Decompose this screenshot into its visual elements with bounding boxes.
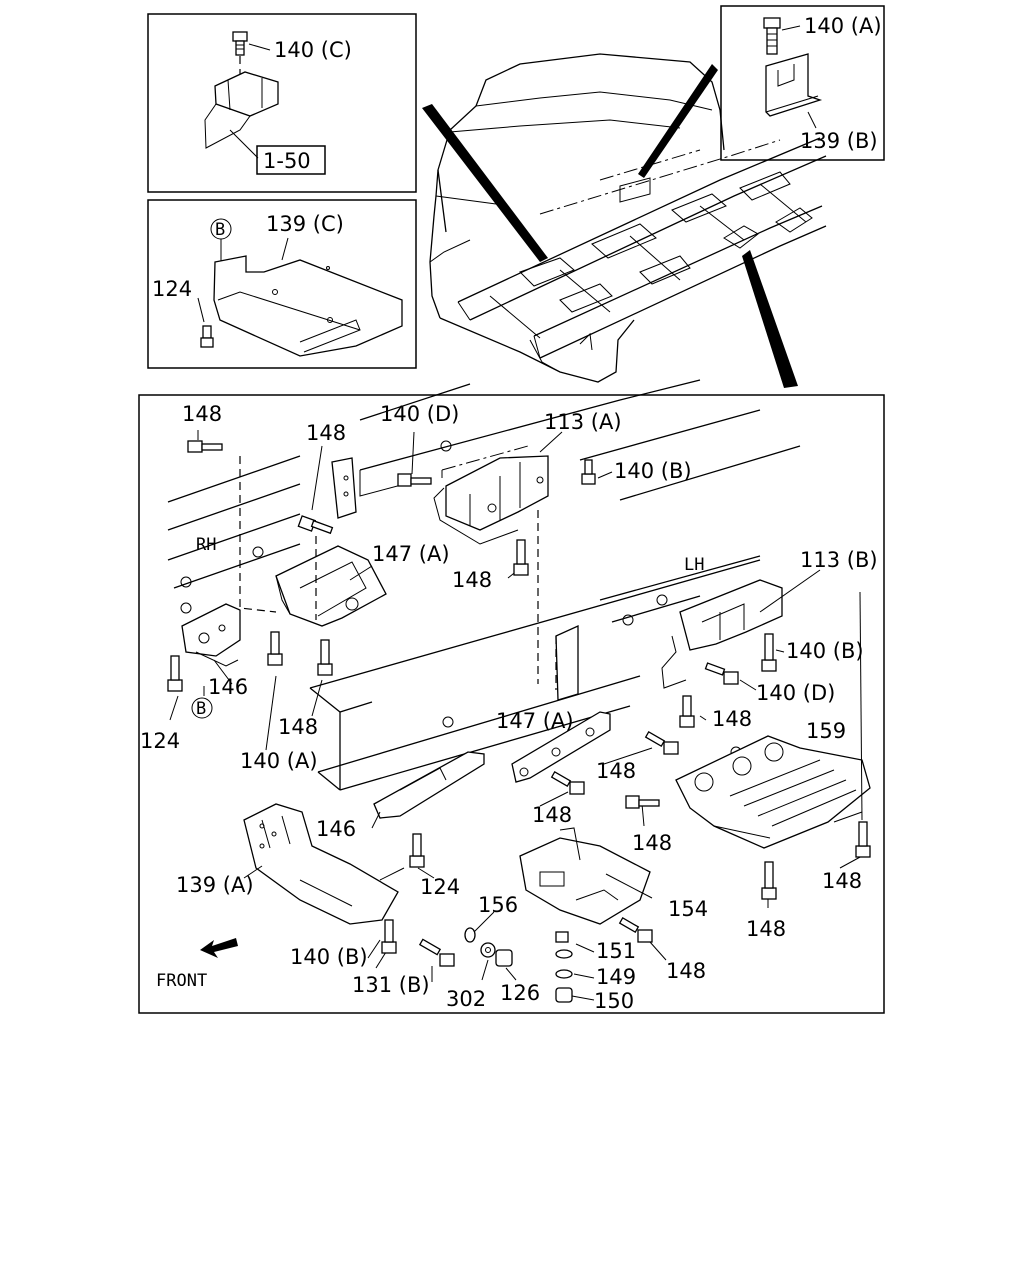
- leader-wedge-icon: [742, 250, 798, 388]
- washer-icon: [480, 942, 496, 958]
- label-140b-a: 140 (B): [614, 459, 692, 483]
- label-126: 126: [500, 981, 540, 1005]
- label-148-b: 148: [306, 421, 346, 445]
- ref-box: [256, 145, 326, 175]
- bolt-icon: [397, 473, 432, 487]
- bolt-icon: [409, 833, 425, 868]
- label-ref-1-50: 1-50: [263, 149, 311, 173]
- bolt-icon: [679, 695, 695, 728]
- label-148-f: 148: [596, 759, 636, 783]
- bolt-icon: [167, 655, 183, 692]
- label-148-c: 148: [452, 568, 492, 592]
- main-exploded-view: [167, 379, 871, 1003]
- label-124-a: 124: [140, 729, 180, 753]
- label-lh: LH: [684, 555, 704, 575]
- label-140a: 140 (A): [240, 749, 318, 773]
- bolt-icon: [761, 633, 777, 672]
- front-arrow-icon: [200, 938, 238, 958]
- bolt-icon: [855, 821, 871, 858]
- inset-top-left: 140 (C) 1-50: [147, 13, 417, 193]
- label-148-a: 148: [182, 402, 222, 426]
- label-148-k: 148: [666, 959, 706, 983]
- bolt-icon: [513, 539, 529, 576]
- truck-overview: [422, 53, 827, 388]
- bolt-icon: [187, 440, 223, 453]
- washer-icon: [555, 969, 573, 979]
- label-156: 156: [478, 893, 518, 917]
- bolt-icon: [267, 631, 283, 666]
- bolt-icon: [200, 325, 214, 348]
- inset-mid-left-frame: [147, 199, 417, 369]
- label-113a: 113 (A): [544, 410, 622, 434]
- inset-top-left-frame: [147, 13, 417, 193]
- bolt-icon: [581, 459, 596, 485]
- bolt-icon: [704, 662, 739, 685]
- label-140c: 140 (C): [274, 38, 352, 62]
- inset-mid-left: B 139 (C) 124: [147, 199, 417, 369]
- inset-top-right: 140 (A) 139 (B): [720, 5, 885, 161]
- leader-wedge-icon: [422, 104, 548, 262]
- label-148-i: 148: [746, 917, 786, 941]
- label-159: 159: [806, 719, 846, 743]
- bolt-icon: [550, 771, 585, 795]
- label-147a-b: 147 (A): [496, 709, 574, 733]
- nut-icon: [555, 987, 573, 1003]
- nut-icon: [495, 949, 513, 967]
- label-148-j: 148: [822, 869, 862, 893]
- washer-icon: [555, 949, 573, 959]
- label-148-g: 148: [532, 803, 572, 827]
- bolt-icon: [297, 515, 334, 535]
- label-140b-b: 140 (B): [786, 639, 864, 663]
- bolt-icon: [418, 938, 455, 967]
- washer-icon: [464, 927, 476, 943]
- bolt-icon: [317, 639, 333, 676]
- label-front: FRONT: [156, 971, 207, 991]
- label-148-h: 148: [632, 831, 672, 855]
- label-154: 154: [668, 897, 708, 921]
- leader-wedge-icon: [638, 64, 718, 178]
- label-148-d: 148: [278, 715, 318, 739]
- label-146-a: 146: [208, 675, 248, 699]
- circle-b-marker: [191, 697, 213, 719]
- bolt-icon: [232, 31, 248, 56]
- label-148-e: 148: [712, 707, 752, 731]
- bolt-icon: [625, 795, 660, 809]
- label-150: 150: [594, 989, 634, 1013]
- bolt-icon: [763, 17, 781, 55]
- label-113b: 113 (B): [800, 548, 878, 572]
- bolt-icon: [618, 917, 653, 943]
- label-302: 302: [446, 987, 486, 1011]
- label-147a-a: 147 (A): [372, 542, 450, 566]
- bolt-icon: [381, 919, 397, 954]
- label-circle-b: B: [196, 699, 206, 719]
- label-124-inset: 124: [152, 277, 192, 301]
- label-139c: 139 (C): [266, 212, 344, 236]
- label-149: 149: [596, 965, 636, 989]
- inset-top-right-frame: [720, 5, 885, 161]
- label-140a-inset: 140 (A): [804, 14, 882, 38]
- label-rh: RH: [196, 535, 216, 555]
- label-inset-b: B: [215, 220, 225, 240]
- main-labels: 148 148 140 (D) 113 (A) 140 (B) RH 147 (…: [140, 402, 878, 1013]
- label-140d-a: 140 (D): [380, 402, 459, 426]
- label-140d-b: 140 (D): [756, 681, 835, 705]
- label-124-b: 124: [420, 875, 460, 899]
- label-131b: 131 (B): [352, 973, 430, 997]
- bolt-icon: [761, 861, 777, 900]
- label-146-b: 146: [316, 817, 356, 841]
- label-140b-c: 140 (B): [290, 945, 368, 969]
- label-139a: 139 (A): [176, 873, 254, 897]
- bolt-icon: [644, 731, 679, 755]
- label-151: 151: [596, 939, 636, 963]
- main-diagram-frame: [138, 394, 885, 1014]
